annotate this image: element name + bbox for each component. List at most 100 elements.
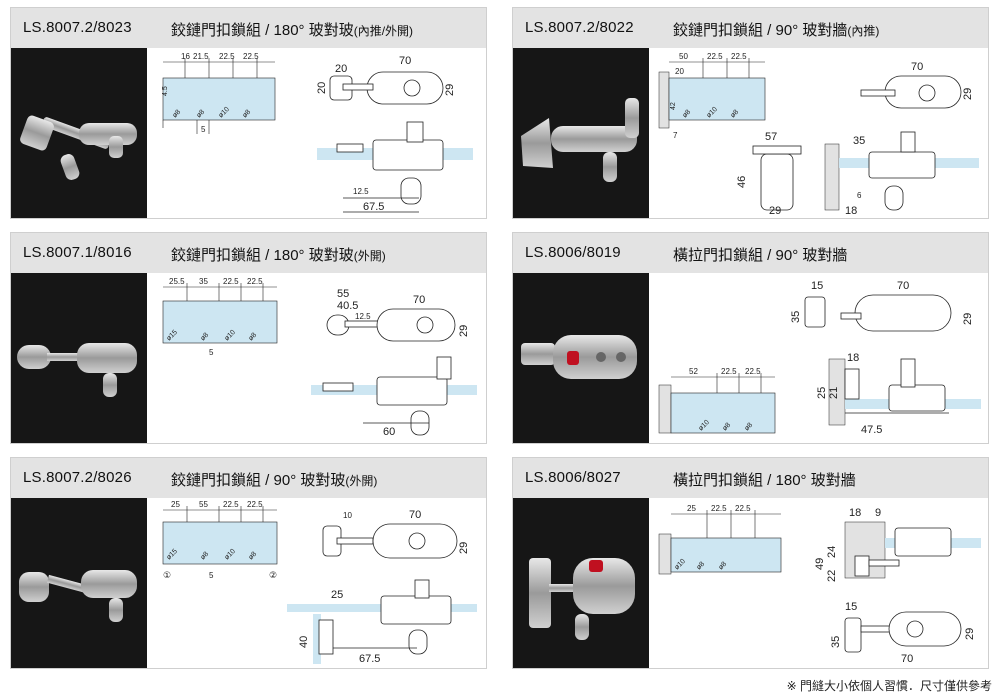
- card-header: LS.8006/8027 橫拉門扣鎖組 / 180° 玻對牆: [513, 458, 988, 498]
- product-card: LS.8007.2/8026 鉸鏈門扣鎖組 / 90° 玻對玻(外開) 25 5…: [10, 457, 487, 669]
- dim-label: 15: [845, 601, 857, 613]
- dim-label: 25: [687, 504, 696, 513]
- dim-label: 4.5: [162, 86, 169, 96]
- dim-label: 29: [444, 84, 456, 96]
- dim-label: 12.5: [355, 312, 371, 321]
- product-photo: [11, 48, 147, 218]
- dim-label: 52: [689, 367, 698, 376]
- dim-label: 35: [853, 135, 865, 147]
- product-title: 橫拉門扣鎖組 / 90° 玻對牆: [673, 247, 848, 264]
- dim-label: 55: [337, 288, 349, 300]
- dim-label: 25: [171, 500, 180, 509]
- dim-label: 25.5: [169, 277, 185, 286]
- dim-label: 67.5: [359, 653, 380, 665]
- dim-label: 29: [458, 542, 470, 554]
- hole-label: ø8: [247, 551, 258, 562]
- footnote: ※ 門縫大小依個人習慣．尺寸僅供參考: [786, 679, 992, 693]
- dim-label: 29: [962, 88, 974, 100]
- technical-drawings: 50 22.5 22.5 20 42 ø8 ø10 ø8 7 70 29 57: [649, 48, 988, 218]
- dim-label: 12.5: [353, 187, 369, 196]
- product-card: LS.8006/8027 橫拉門扣鎖組 / 180° 玻對牆 25 22: [512, 457, 989, 669]
- product-code: LS.8007.1/8016: [23, 244, 132, 261]
- dim-label: 22.5: [223, 500, 239, 509]
- product-title: 橫拉門扣鎖組 / 180° 玻對牆: [673, 472, 856, 489]
- hole-label: ø8: [199, 332, 210, 343]
- hole-label: ø8: [171, 109, 182, 120]
- dim-label: 22: [826, 570, 838, 582]
- product-code: LS.8007.2/8023: [23, 19, 132, 36]
- product-title: 鉸鏈門扣鎖組 / 90° 玻對牆(內推): [673, 22, 880, 39]
- dim-label: 29: [769, 205, 781, 217]
- dim-label: 35: [199, 277, 208, 286]
- hole-label: ø8: [199, 551, 210, 562]
- technical-drawings: 52 22.5 22.5 ø10 ø8 ø8 15 35 70 29: [649, 273, 988, 443]
- dim-label: 22.5: [247, 277, 263, 286]
- product-title: 鉸鏈門扣鎖組 / 180° 玻對玻(外開): [171, 247, 386, 264]
- dim-label: 25: [331, 589, 343, 601]
- dim-label: 6: [857, 191, 862, 200]
- dim-label: 40: [298, 636, 310, 648]
- product-photo: [513, 48, 649, 218]
- dim-label: 29: [964, 628, 976, 640]
- hole-label: ø8: [743, 422, 754, 433]
- dim-label: 29: [458, 325, 470, 337]
- hole-label: ø8: [729, 109, 740, 120]
- product-title: 鉸鏈門扣鎖組 / 180° 玻對玻(內推/外開): [171, 22, 414, 39]
- dim-label: 22.5: [711, 504, 727, 513]
- marker-1: ①: [163, 570, 171, 580]
- dim-label: 22.5: [721, 367, 737, 376]
- dim-label: 22.5: [247, 500, 263, 509]
- technical-drawings: 16 21.5 22.5 22.5 4.5 ø8 ø8 ø10 ø8 5 70 …: [147, 48, 486, 218]
- hole-label: ø8: [721, 422, 732, 433]
- product-code: LS.8006/8019: [525, 244, 621, 261]
- dim-label: 22.5: [243, 52, 259, 61]
- card-header: LS.8006/8019 橫拉門扣鎖組 / 90° 玻對牆: [513, 233, 988, 273]
- product-card: LS.8007.2/8022 鉸鏈門扣鎖組 / 90° 玻對牆(內推) 50 2…: [512, 7, 989, 219]
- dim-label: 22.5: [735, 504, 751, 513]
- dim-label: 9: [875, 507, 881, 519]
- dim-label: 20: [335, 63, 347, 75]
- product-card: LS.8007.2/8023 鉸鏈門扣鎖組 / 180° 玻對玻(內推/外開): [10, 7, 487, 219]
- hole-label: ø8: [717, 561, 728, 572]
- dim-label: 46: [736, 176, 748, 188]
- product-title: 鉸鏈門扣鎖組 / 90° 玻對玻(外開): [171, 472, 378, 489]
- dim-label: 22.5: [223, 277, 239, 286]
- dim-label: 70: [413, 294, 425, 306]
- dim-label: 5: [209, 348, 214, 357]
- product-code: LS.8006/8027: [525, 469, 621, 486]
- dim-label: 21: [828, 387, 840, 399]
- product-card: LS.8006/8019 橫拉門扣鎖組 / 90° 玻對牆 52 22.: [512, 232, 989, 444]
- product-photo: [11, 273, 147, 443]
- dim-label: 49: [814, 558, 826, 570]
- dim-label: 57: [765, 131, 777, 143]
- technical-drawings: 25.5 35 22.5 22.5 ø15 ø8 ø10 ø8 5 55 40.…: [147, 273, 486, 443]
- technical-drawings: 25 22.5 22.5 ø10 ø8 ø8 18 9 49 24 22: [649, 498, 988, 668]
- dim-label: 35: [830, 636, 842, 648]
- hole-label: ø8: [195, 109, 206, 120]
- dim-label: 50: [679, 52, 688, 61]
- dim-label: 67.5: [363, 201, 384, 213]
- card-header: LS.8007.2/8023 鉸鏈門扣鎖組 / 180° 玻對玻(內推/外開): [11, 8, 486, 48]
- hole-label: ø8: [247, 332, 258, 343]
- dim-label: 10: [343, 511, 352, 520]
- product-card: LS.8007.1/8016 鉸鏈門扣鎖組 / 180° 玻對玻(外開) 25.…: [10, 232, 487, 444]
- dim-label: 21.5: [193, 52, 209, 61]
- hole-label: ø8: [695, 561, 706, 572]
- dim-label: 20: [675, 67, 684, 76]
- dim-label: 25: [816, 387, 828, 399]
- dim-label: 22.5: [219, 52, 235, 61]
- card-header: LS.8007.2/8026 鉸鏈門扣鎖組 / 90° 玻對玻(外開): [11, 458, 486, 498]
- dim-label: 70: [409, 509, 421, 521]
- product-code: LS.8007.2/8026: [23, 469, 132, 486]
- dim-label: 70: [901, 653, 913, 665]
- card-header: LS.8007.2/8022 鉸鏈門扣鎖組 / 90° 玻對牆(內推): [513, 8, 988, 48]
- dim-label: 22.5: [731, 52, 747, 61]
- dim-label: 18: [845, 205, 857, 217]
- dim-label: 15: [811, 280, 823, 292]
- dim-label: 70: [399, 55, 411, 67]
- product-photo: [11, 498, 147, 668]
- dim-label: 18: [849, 507, 861, 519]
- dim-label: 24: [826, 546, 838, 558]
- dim-label: 22.5: [745, 367, 761, 376]
